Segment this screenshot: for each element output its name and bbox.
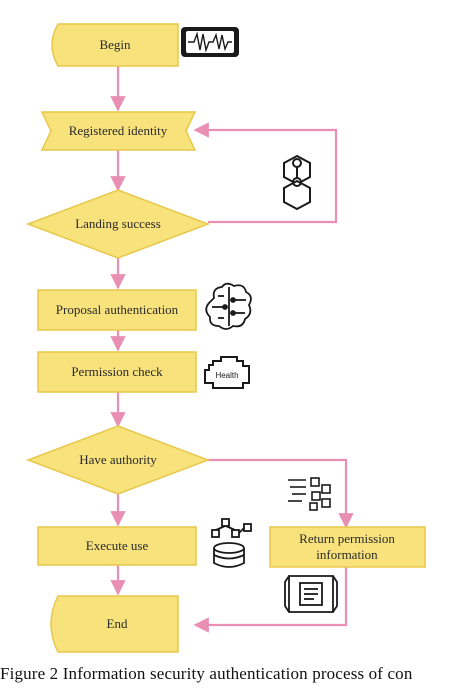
document-frame-icon	[284, 575, 338, 613]
have-authority-decision	[25, 425, 211, 495]
flowchart-diagram: Begin Registered identity Landing succes…	[25, 23, 426, 653]
execute-use-box	[37, 526, 197, 566]
landing-success-decision	[25, 189, 211, 259]
figure-caption: Figure 2 Information security authentica…	[0, 664, 413, 683]
registered-identity-shape	[40, 111, 197, 151]
database-network-icon	[211, 518, 252, 568]
connector-return-end	[193, 567, 348, 633]
return-permission-label-line2: information	[316, 547, 378, 562]
registered-identity-label: Registered identity	[69, 123, 168, 138]
end-terminator	[50, 595, 179, 653]
connector-landing-loop-back	[193, 122, 338, 224]
execute-use-label: Execute use	[86, 538, 149, 553]
waveform-icon	[181, 27, 239, 57]
engine-health-icon: Health	[204, 356, 250, 389]
health-icon-text: Health	[215, 371, 238, 380]
have-authority-label: Have authority	[79, 452, 157, 467]
return-permission-label-line1: Return permission	[299, 531, 395, 546]
node-link-icon	[283, 154, 311, 211]
begin-label: Begin	[99, 37, 131, 52]
return-permission-box	[269, 526, 426, 568]
permission-check-label: Permission check	[71, 364, 163, 379]
connector-authority-return	[208, 458, 354, 529]
landing-success-label: Landing success	[75, 216, 161, 231]
brain-circuit-icon	[205, 282, 252, 330]
begin-terminator	[51, 23, 179, 67]
connectors	[110, 66, 354, 633]
proposal-authentication-box	[37, 289, 197, 331]
data-blocks-icon	[288, 477, 331, 511]
proposal-authentication-label: Proposal authentication	[56, 302, 179, 317]
permission-check-box	[37, 351, 197, 393]
end-label: End	[107, 616, 128, 631]
